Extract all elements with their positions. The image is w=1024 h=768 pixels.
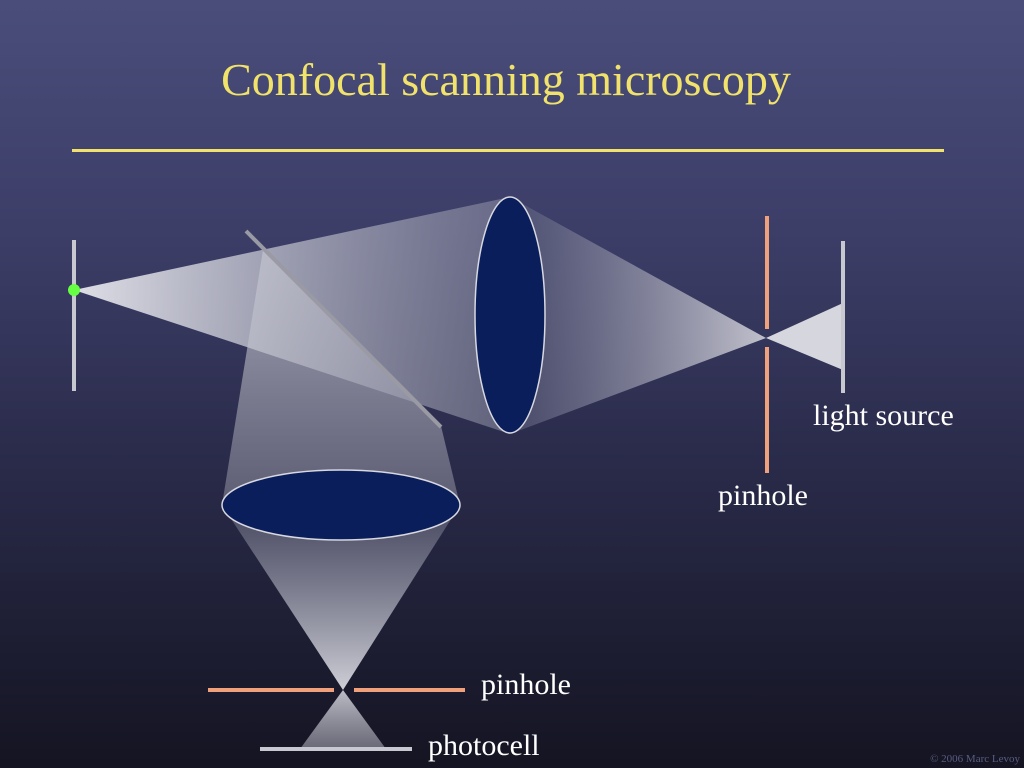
photocell-label: photocell [428, 729, 540, 762]
pinhole-label-bottom: pinhole [481, 668, 571, 701]
objective-lens [474, 196, 546, 434]
photocell-cone [300, 690, 386, 749]
source-cone [766, 303, 843, 370]
illumination-beam [510, 197, 766, 434]
beam-splitter [244, 229, 443, 429]
detector-lens [221, 469, 461, 541]
slide-title: Confocal scanning microscopy [221, 54, 791, 105]
specimen-beam [74, 197, 510, 434]
title-underline [72, 149, 944, 152]
detector-beam [222, 505, 460, 690]
pinhole-label-right: pinhole [718, 479, 808, 512]
light-source-label: light source [813, 399, 954, 432]
specimen-focus-point [68, 284, 80, 296]
copyright-notice: © 2006 Marc Levoy [930, 753, 1020, 765]
